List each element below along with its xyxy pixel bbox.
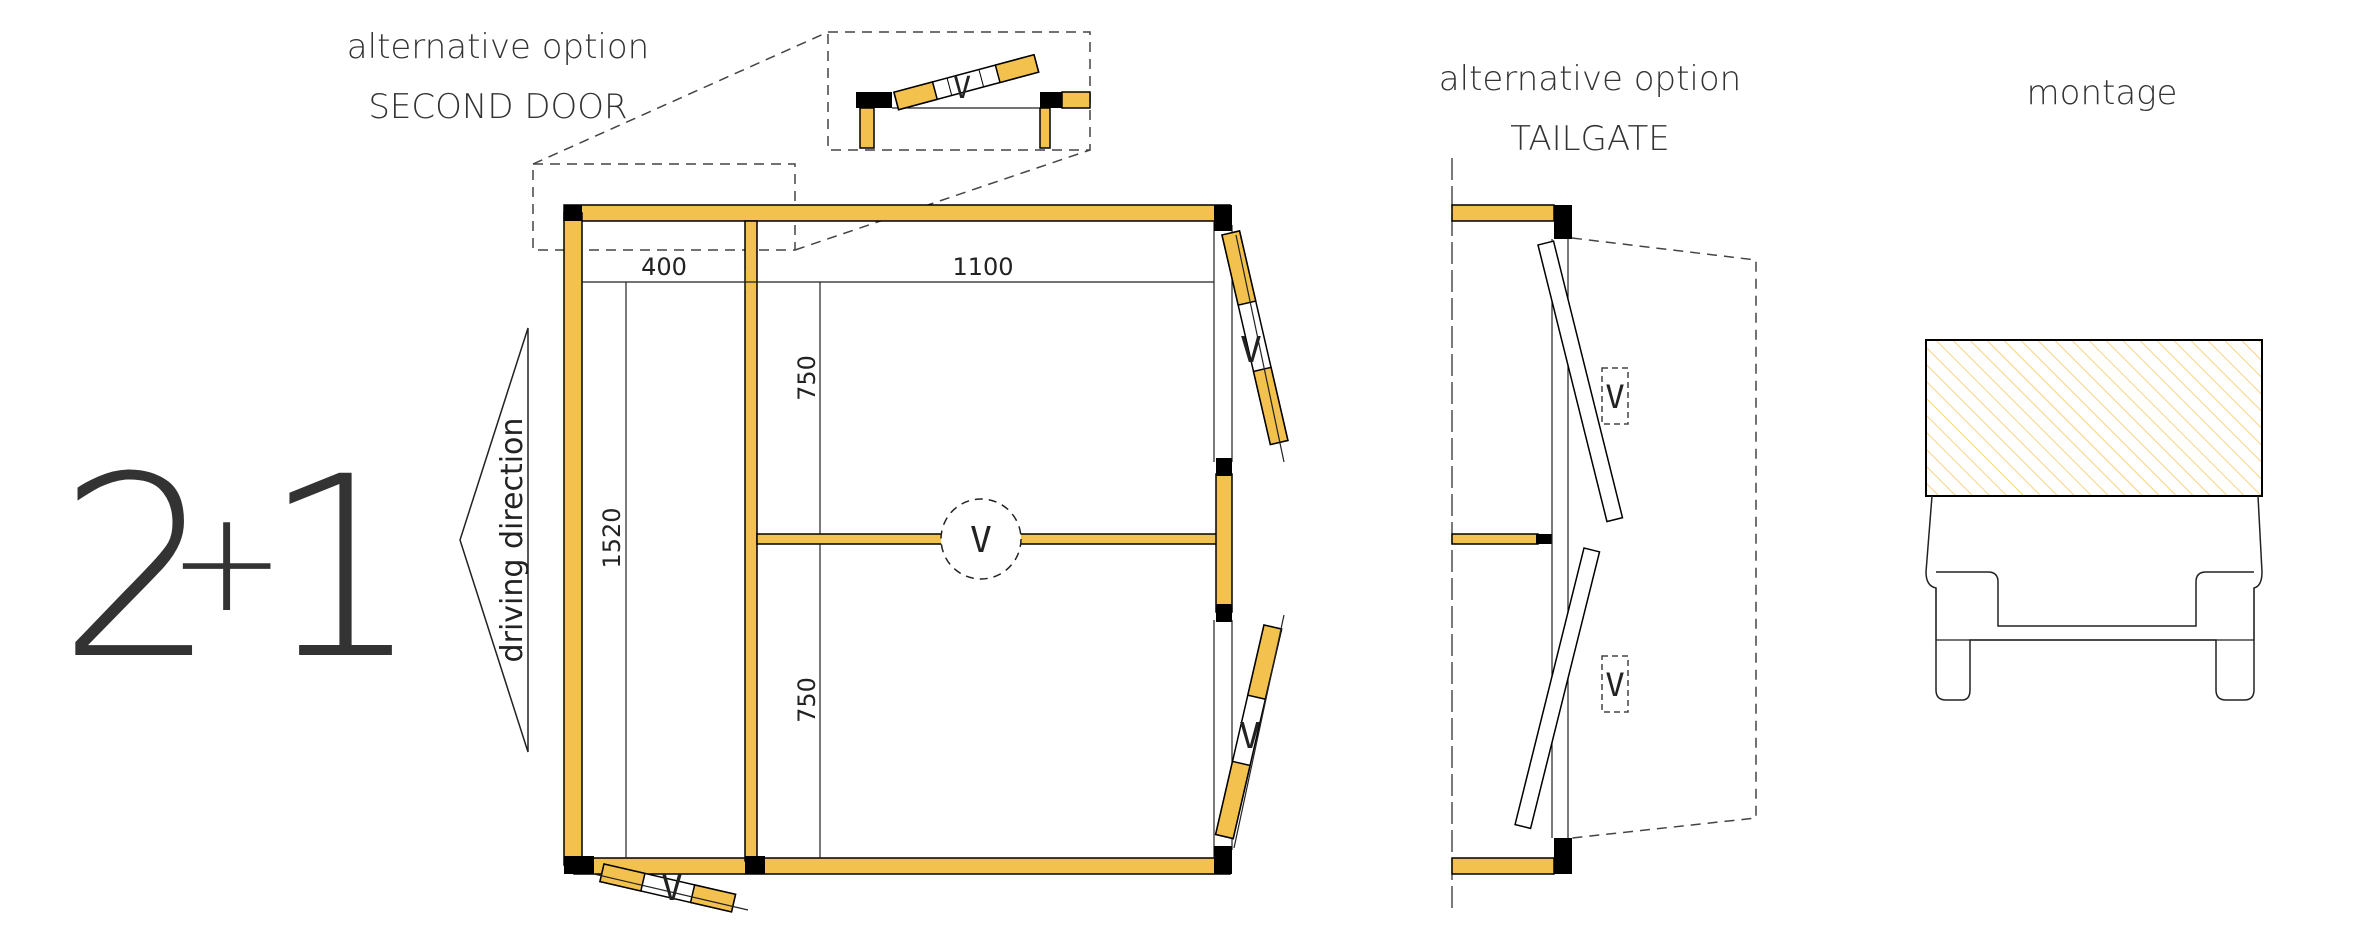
dimension-750-top: 750 (793, 355, 821, 401)
dimension-lines (582, 270, 1214, 858)
second-door-detail-valve: V (953, 71, 971, 106)
tailgate-lower-valve: V (1605, 666, 1624, 704)
central-valve-label: V (970, 520, 992, 561)
config-label: 2 + 1 (58, 423, 421, 714)
tailgate-line2: TAILGATE (1510, 119, 1670, 159)
dimension-750-bottom: 750 (793, 677, 821, 723)
bottom-door-valve: V (661, 868, 683, 909)
second-door-callout (532, 31, 1091, 251)
montage-vehicle-body (1925, 495, 2263, 701)
second-door-line1: alternative option (347, 27, 649, 67)
montage-label: montage (2027, 73, 2178, 113)
driving-direction-arrow: driving direction (459, 327, 530, 753)
second-door-line2: SECOND DOOR (368, 87, 627, 127)
montage-pen-box (1925, 339, 2263, 497)
dimension-1100: 1100 (952, 253, 1013, 281)
driving-direction-label: driving direction (495, 418, 530, 663)
config-right-digit: 1 (262, 423, 421, 714)
dimension-1520: 1520 (598, 507, 626, 568)
central-valve-circle (940, 498, 1022, 580)
right-upper-gate-valve: V (1240, 330, 1262, 371)
tailgate-plan: V V (1451, 158, 1757, 912)
right-lower-gate (1214, 624, 1283, 840)
tailgate-upper-valve: V (1605, 378, 1624, 416)
second-door-detail: V (856, 53, 1091, 149)
config-left-digit: 2 (58, 423, 217, 714)
config-plus: + (168, 481, 285, 644)
right-lower-gate-valve: V (1239, 716, 1261, 757)
main-pen-plan: 400 1100 750 750 1520 V V V V (563, 204, 1289, 913)
tailgate-line1: alternative option (1439, 59, 1741, 99)
bottom-door (599, 863, 737, 913)
tailgate-label: alternative option TAILGATE (1439, 59, 1741, 159)
dimension-400: 400 (641, 253, 687, 281)
second-door-label: alternative option SECOND DOOR (347, 27, 649, 127)
montage-view: montage (1925, 73, 2263, 701)
